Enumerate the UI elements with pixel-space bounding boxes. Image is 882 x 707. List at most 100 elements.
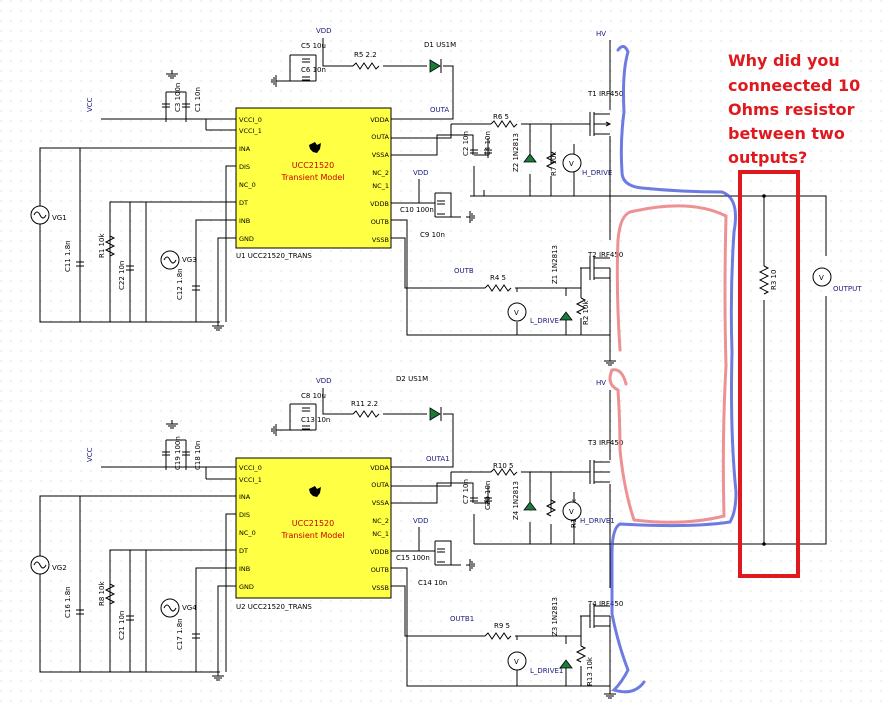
pin-label: NC_0 [239,529,256,537]
chip-pins-left: VCCI_0 VCCI_1 INA DIS NC_0 DT INB GND [239,464,262,591]
net-label: OUTB1 [450,615,474,623]
meter-label: L_DRIVE [530,317,559,325]
pin-label: VDDA [370,116,389,124]
chip-ref: U2 UCC21520_TRANS [236,603,312,611]
zener-label: Z3 1N2813 [551,597,559,636]
mosfet-t3[interactable] [580,460,610,484]
resistor-r5 [352,62,380,70]
cap-label: C16 1.8n [64,586,72,618]
hv-label: HV [596,30,606,38]
high-side-wiring [391,40,827,346]
question-line: conneected 10 [728,76,860,95]
pin-label: OUTB [371,566,389,574]
cap-label: C18 10n [194,441,202,470]
pin-label: VSSB [372,236,389,244]
vcc-label: VCC [86,447,94,462]
chip-subtitle: Transient Model [280,173,344,182]
cap-label: C5 10u [301,42,326,50]
vdd-label: VDD [316,27,332,35]
meter-label: L_DRIVE1 [530,667,563,675]
red-trace [608,204,728,524]
pin-label: VCCI_0 [239,116,262,124]
mosfet-t4[interactable] [580,604,610,628]
pin-label: VCCI_1 [239,127,262,135]
source-label: VG2 [52,564,67,572]
pin-label: GND [239,583,254,591]
vcc-capacitors [162,103,190,108]
vddb-wiring [391,527,461,566]
vcc-label: VCC [86,97,94,112]
diode-d2 [429,407,441,421]
resistor-label: R1 10k [98,233,106,258]
ti-logo-icon [309,486,321,497]
cap-label: C8 10u [301,392,326,400]
voltmeter-l-drive1[interactable] [507,651,527,671]
low-side-wiring [391,544,611,690]
pin-label: INB [239,565,250,573]
pin-label: DIS [239,511,250,519]
cap-label: C12 1.8n [176,268,184,300]
blue-trace-top [610,45,738,694]
pin-label: DT [239,199,248,207]
net-label: OUTB [454,267,474,275]
mosfet-t2[interactable] [580,256,610,280]
question-line: Why did you [728,51,840,70]
transistor-label: T3 IRF450 [587,439,623,447]
transistor-label: T2 IRF450 [587,251,623,259]
pin-label: INA [239,493,251,501]
svg-text:V: V [514,658,519,666]
pin-label: OUTA [371,481,389,489]
pin-label: VDDB [370,200,389,208]
resistor-r4 [484,284,512,292]
voltmeter-h-drive1[interactable] [562,501,582,521]
resistor-r11 [352,410,380,418]
cap-label: C21 10n [118,611,126,640]
highlight-box [738,170,800,578]
meter-label: H_DRIVE [582,169,612,177]
resistor-label: R13 10k [586,656,594,686]
source-label: VG4 [182,604,197,612]
pin-label: VSSA [372,151,390,159]
ti-logo-icon [309,142,321,153]
driver-chip-u1[interactable] [235,107,392,249]
transistor-label: T4 IRF450 [587,600,623,608]
meter-label: OUTPUT [833,285,862,293]
pin-label: NC_1 [372,530,389,538]
resistor-label: R6 5 [493,113,509,121]
voltmeter-output[interactable] [812,267,832,287]
mosfet-t1[interactable] [580,112,612,136]
pin-label: INA [239,145,251,153]
resistor-label: R4 5 [490,274,506,282]
voltmeter-l-drive[interactable] [507,302,527,322]
resistor-r3[interactable] [758,265,770,295]
resistor-r6 [490,120,518,128]
zener-label: Z1 1N2813 [551,245,559,284]
zener-z3 [559,659,573,669]
pin-label: VDDA [370,464,389,472]
cap-label: C6 10n [301,66,326,74]
pin-label: VSSA [372,499,390,507]
voltmeter-h-drive[interactable] [562,153,582,173]
zener-z1 [559,311,573,321]
pin-label: VSSB [372,584,389,592]
pin-label: OUTB [371,218,389,226]
resistor-label: R9 5 [494,622,510,630]
source-label: VG3 [182,256,197,264]
driver-chip-u2[interactable] [235,457,392,599]
vdd-label: VDD [413,517,429,525]
cap-label: C7 10n [462,479,470,504]
transistor-label: T1 IRF450 [587,90,623,98]
resistor-label: R5 2.2 [354,51,377,59]
chip-pins-right: VDDA OUTA VSSA NC_2 NC_1 VDDB OUTB VSSB [370,464,389,592]
pin-label: OUTA [371,133,389,141]
question-line: outputs? [728,148,807,167]
low-side-wiring [391,196,611,357]
resistor-label: R7 10k [550,151,558,176]
resistor-label: R10 5 [493,462,513,470]
pin-label: NC_2 [372,169,389,177]
vddb-wiring [391,179,461,218]
load-resistor-label: R3 10 [770,270,778,290]
zener-label: Z2 1N2813 [512,133,520,172]
resistor-r9 [484,632,512,640]
